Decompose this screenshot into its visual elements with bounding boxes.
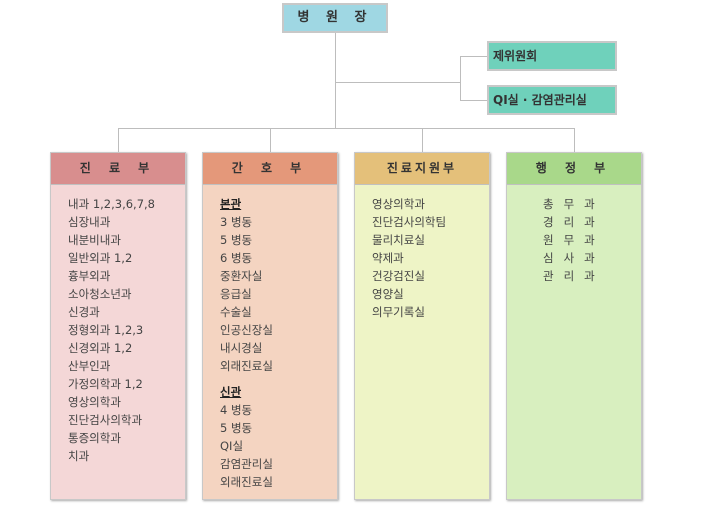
department-title: 진료지원부 bbox=[355, 153, 489, 185]
connector-dept-1 bbox=[118, 128, 119, 152]
connector-dept-4 bbox=[574, 128, 575, 152]
list-item: 정형외과 1,2,3 bbox=[68, 323, 144, 337]
list-item: 5 병동 bbox=[220, 421, 253, 435]
list-item: 심장내과 bbox=[68, 215, 111, 229]
department-items: 내과 1,2,3,6,7,8 심장내과 내분비내과 일반외과 1,2 흉부외과 … bbox=[51, 185, 185, 465]
list-item: 통증의학과 bbox=[68, 431, 121, 445]
connector-committee-2 bbox=[460, 100, 487, 101]
list-item: 흉부외과 bbox=[68, 269, 111, 283]
list-item: 내분비내과 bbox=[68, 233, 121, 247]
department-title: 행 정 부 bbox=[507, 153, 641, 185]
list-item: 원무과 bbox=[543, 233, 605, 247]
connector-dept-3 bbox=[422, 128, 423, 152]
list-item: 소아청소년과 bbox=[68, 287, 132, 301]
list-item: 치과 bbox=[68, 449, 90, 463]
list-item: 가정의학과 1,2 bbox=[68, 377, 143, 391]
list-item: 신경외과 1,2 bbox=[68, 341, 133, 355]
department-items: 영상의학과 진단검사의학팀 물리치료실 약제과 건강검진실 영양실 의무기록실 bbox=[355, 185, 489, 321]
department-title: 간 호 부 bbox=[203, 153, 337, 185]
committee-node-1: 제위원회 bbox=[487, 41, 617, 71]
department-items: 총무과 경리과 원무과 심사과 관리과 bbox=[507, 185, 641, 285]
list-item: 영양실 bbox=[372, 287, 404, 301]
list-item: 4 병동 bbox=[220, 403, 253, 417]
committee-node-2: QI실 · 감염관리실 bbox=[487, 85, 617, 115]
list-item: 응급실 bbox=[220, 287, 252, 301]
list-item: 영상의학과 bbox=[372, 197, 425, 211]
department-items: 본관 3 병동 5 병동 6 병동 중환자실 응급실 수술실 인공신장실 내시경… bbox=[203, 185, 337, 491]
list-item: 신경과 bbox=[68, 305, 100, 319]
list-item: 일반외과 1,2 bbox=[68, 251, 133, 265]
list-item: 진단검사의학팀 bbox=[372, 215, 447, 229]
connector-committee-vertical bbox=[460, 56, 461, 101]
list-item: 중환자실 bbox=[220, 269, 263, 283]
list-item: 경리과 bbox=[543, 215, 605, 229]
list-item: 3 병동 bbox=[220, 215, 253, 229]
list-item: 건강검진실 bbox=[372, 269, 425, 283]
list-item: 의무기록실 bbox=[372, 305, 425, 319]
list-item: 감염관리실 bbox=[220, 457, 273, 471]
list-item: 5 병동 bbox=[220, 233, 253, 247]
list-item: 외래진료실 bbox=[220, 475, 273, 489]
director-node: 병 원 장 bbox=[282, 3, 388, 33]
list-item: 물리치료실 bbox=[372, 233, 425, 247]
department-nursing: 간 호 부 본관 3 병동 5 병동 6 병동 중환자실 응급실 수술실 인공신… bbox=[202, 152, 338, 500]
department-medical: 진 료 부 내과 1,2,3,6,7,8 심장내과 내분비내과 일반외과 1,2… bbox=[50, 152, 186, 500]
connector-committee-1 bbox=[460, 56, 487, 57]
list-item: 영상의학과 bbox=[68, 395, 121, 409]
connector-dept-2 bbox=[270, 128, 271, 152]
connector-departments-horizontal bbox=[118, 128, 575, 129]
list-item: 내과 1,2,3,6,7,8 bbox=[68, 197, 155, 211]
section-title: 본관 bbox=[220, 197, 242, 211]
director-label: 병 원 장 bbox=[297, 10, 373, 25]
list-item: 총무과 bbox=[543, 197, 605, 211]
section-spacer bbox=[220, 375, 337, 383]
list-item: 진단검사의학과 bbox=[68, 413, 143, 427]
list-item: 관리과 bbox=[543, 269, 605, 283]
connector-director-vertical bbox=[335, 33, 336, 129]
department-title: 진 료 부 bbox=[51, 153, 185, 185]
connector-committee-stem bbox=[335, 82, 460, 83]
list-item: 심사과 bbox=[543, 251, 605, 265]
committee-label: QI실 · 감염관리실 bbox=[493, 93, 587, 107]
section-title: 신관 bbox=[220, 385, 242, 399]
committee-label: 제위원회 bbox=[493, 49, 538, 63]
list-item: QI실 bbox=[220, 439, 244, 453]
list-item: 산부인과 bbox=[68, 359, 111, 373]
list-item: 수술실 bbox=[220, 305, 252, 319]
list-item: 외래진료실 bbox=[220, 359, 273, 373]
department-administration: 행 정 부 총무과 경리과 원무과 심사과 관리과 bbox=[506, 152, 642, 500]
list-item: 약제과 bbox=[372, 251, 404, 265]
department-medical-support: 진료지원부 영상의학과 진단검사의학팀 물리치료실 약제과 건강검진실 영양실 … bbox=[354, 152, 490, 500]
list-item: 내시경실 bbox=[220, 341, 263, 355]
list-item: 인공신장실 bbox=[220, 323, 273, 337]
list-item: 6 병동 bbox=[220, 251, 253, 265]
